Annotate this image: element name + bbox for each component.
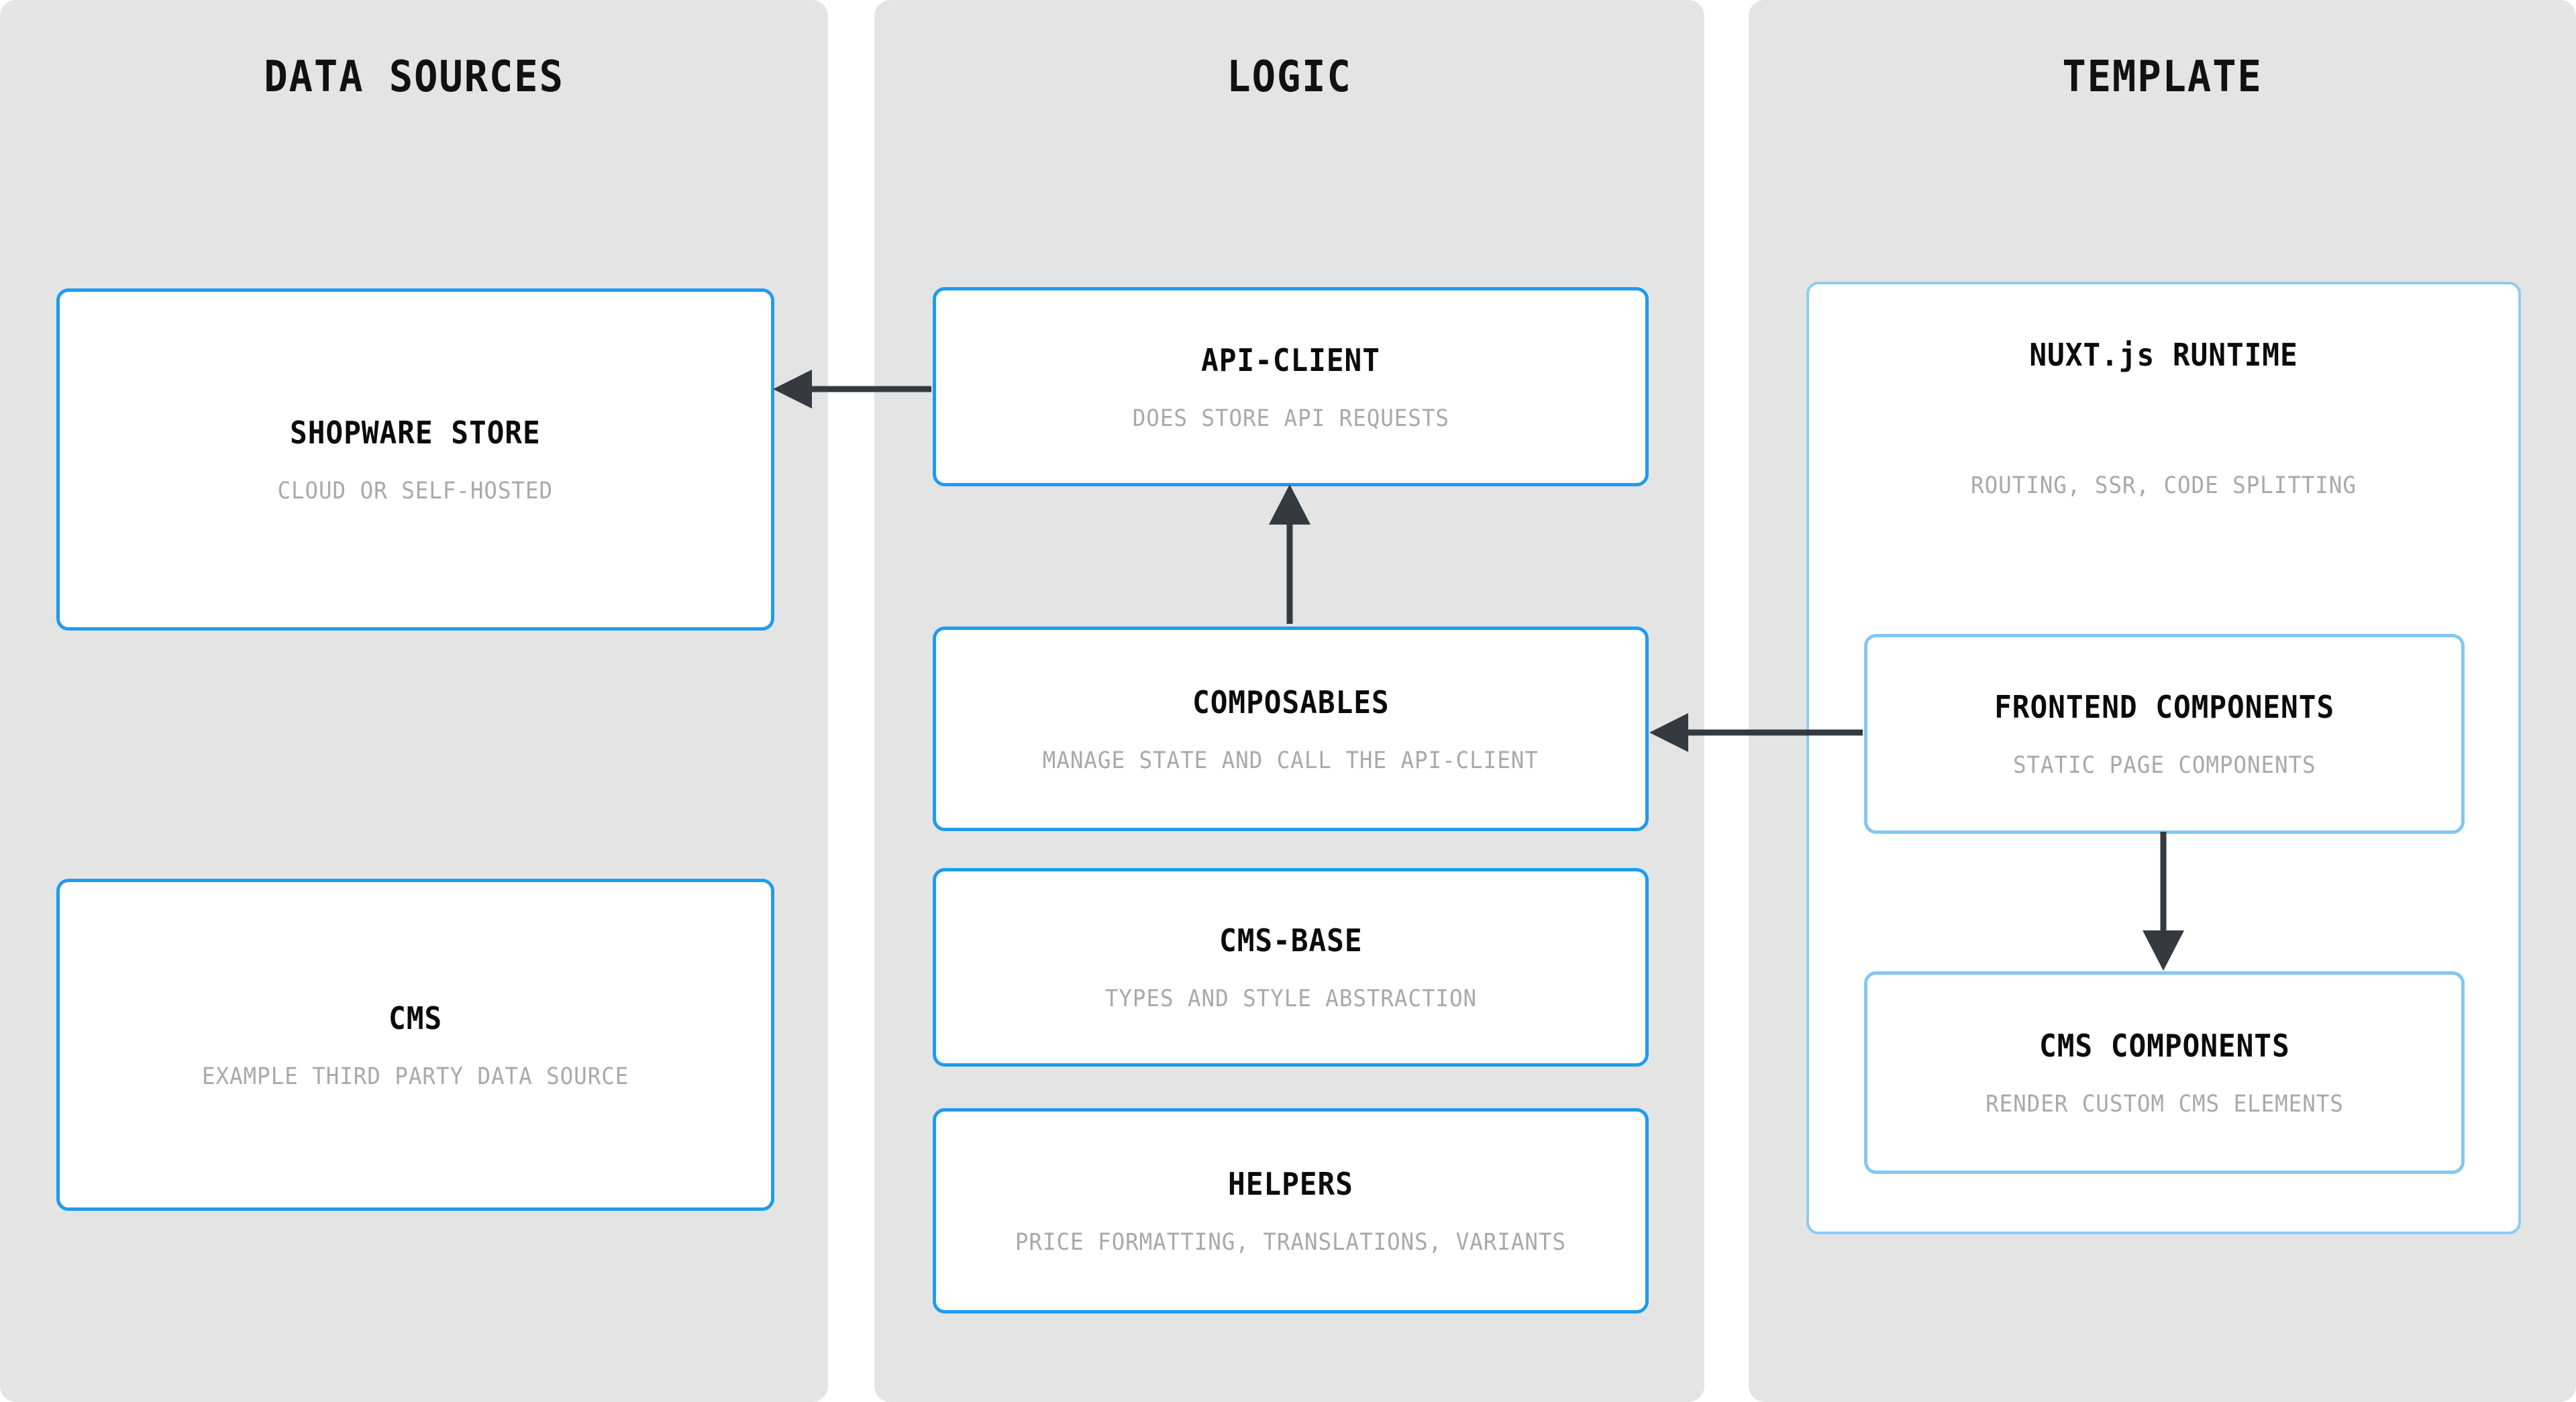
panel-title-logic: LOGIC — [1227, 52, 1352, 102]
node-subtitle-shopware-store: CLOUD OR SELF-HOSTED — [277, 478, 554, 504]
node-cms-base[interactable]: CMS-BASE TYPES AND STYLE ABSTRACTION — [933, 868, 1649, 1067]
node-title-api-client: API-CLIENT — [1201, 341, 1380, 378]
node-title-cms-components: CMS COMPONENTS — [2039, 1028, 2290, 1064]
node-title-helpers: HELPERS — [1228, 1166, 1353, 1202]
node-title-composables: COMPOSABLES — [1192, 684, 1390, 720]
node-subtitle-cms-components: RENDER CUSTOM CMS ELEMENTS — [1985, 1091, 2344, 1118]
node-subtitle-cms-base: TYPES AND STYLE ABSTRACTION — [1104, 985, 1477, 1012]
node-subtitle-api-client: DOES STORE API REQUESTS — [1132, 405, 1449, 432]
node-title-frontend-components: FRONTEND COMPONENTS — [1994, 689, 2335, 725]
panel-title-template: TEMPLATE — [2062, 52, 2263, 102]
node-title-cms-base: CMS-BASE — [1219, 922, 1363, 959]
node-composables[interactable]: COMPOSABLES MANAGE STATE AND CALL THE AP… — [933, 627, 1649, 831]
node-subtitle-cms: EXAMPLE THIRD PARTY DATA SOURCE — [201, 1063, 629, 1090]
node-subtitle-helpers: PRICE FORMATTING, TRANSLATIONS, VARIANTS — [1015, 1229, 1567, 1256]
node-subtitle-frontend-components: STATIC PAGE COMPONENTS — [2012, 752, 2316, 779]
node-subtitle-composables: MANAGE STATE AND CALL THE API-CLIENT — [1043, 747, 1539, 774]
node-shopware-store[interactable]: SHOPWARE STORE CLOUD OR SELF-HOSTED — [56, 288, 774, 631]
node-api-client[interactable]: API-CLIENT DOES STORE API REQUESTS — [933, 287, 1649, 486]
node-title-shopware-store: SHOPWARE STORE — [290, 415, 541, 451]
node-subtitle-nuxt-runtime: ROUTING, SSR, CODE SPLITTING — [1971, 472, 2357, 499]
node-helpers[interactable]: HELPERS PRICE FORMATTING, TRANSLATIONS, … — [933, 1108, 1649, 1313]
node-frontend-components[interactable]: FRONTEND COMPONENTS STATIC PAGE COMPONEN… — [1864, 634, 2465, 834]
node-cms-components[interactable]: CMS COMPONENTS RENDER CUSTOM CMS ELEMENT… — [1864, 971, 2465, 1174]
node-cms[interactable]: CMS EXAMPLE THIRD PARTY DATA SOURCE — [56, 879, 774, 1211]
node-title-nuxt-runtime: NUXT.js RUNTIME — [2029, 337, 2298, 373]
panel-title-data-sources: DATA SOURCES — [264, 52, 564, 102]
node-title-cms: CMS — [388, 1000, 443, 1036]
